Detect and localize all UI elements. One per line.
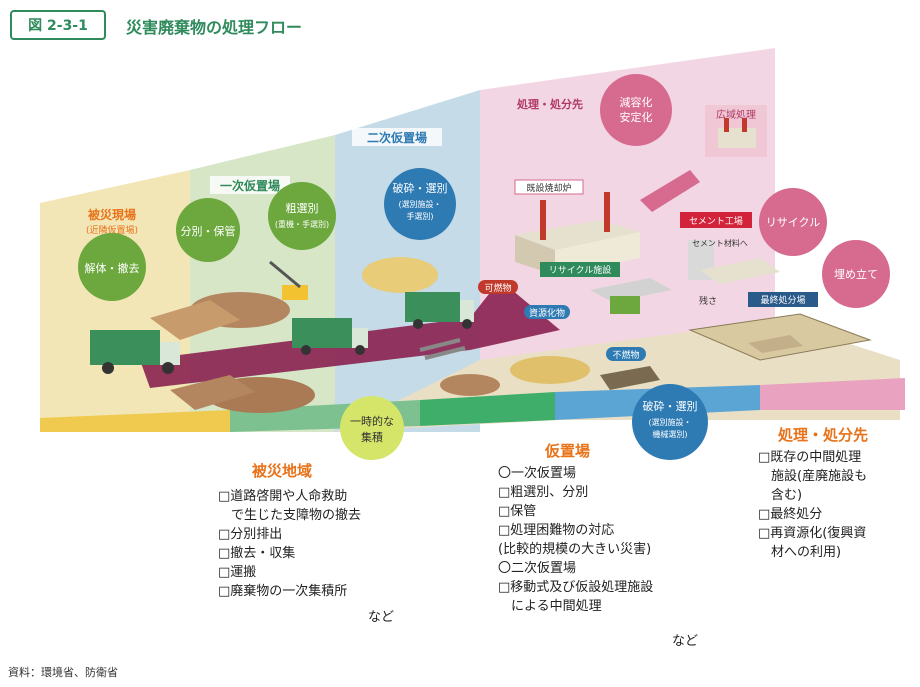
list-item: □再資源化(復興資 (758, 524, 867, 543)
list-item: □撤去・収集 (218, 544, 361, 563)
bubble-landfill-text: 埋め立て (834, 267, 878, 281)
list-item: □分別排出 (218, 525, 361, 544)
list-item: □処理困難物の対応 (498, 521, 653, 540)
debris-pile (440, 374, 500, 396)
tag-residue: 残さ (699, 295, 717, 307)
tag-incombustibles: 不燃物 (612, 349, 639, 361)
list-disaster-area: □道路啓開や人命救助 で生じた支障物の撤去□分別排出□撤去・収集□運搬□廃棄物の… (218, 487, 361, 601)
label-disaster-site: 被災現場 (88, 207, 136, 222)
bubble-temp-collection (340, 396, 404, 460)
bubble-crush-sort-sub1: (選別施設・ (398, 199, 441, 209)
bubble-rough-sort-text: 粗選別 (286, 202, 319, 215)
bubble-rough-sort (268, 182, 336, 250)
bubble-temp-collection-text-1: 一時的な (350, 414, 394, 428)
list-item: □移動式及び仮設処理施設 (498, 578, 653, 597)
sand-pile (362, 257, 438, 293)
list-item: (比較的規模の大きい災害) (498, 540, 653, 559)
temp-yard-nado: など (672, 630, 698, 649)
list-item: 施設(産廃施設も (758, 467, 867, 486)
bubble-crush-sort-bottom-sub1: (選別施設・ (648, 417, 691, 427)
sand-pile (510, 356, 590, 384)
label-secondary-yard: 二次仮置場 (367, 130, 427, 145)
source-note: 資料：環境省、防衛省 (8, 664, 118, 680)
list-item: 〇二次仮置場 (498, 559, 653, 578)
disaster-area-nado: など (368, 606, 394, 625)
list-item: 〇一次仮置場 (498, 464, 653, 483)
bubble-crush-sort-bottom-text: 破砕・選別 (643, 399, 698, 413)
bubble-reduce-stabilize-1: 減容化 (620, 95, 653, 109)
list-item: で生じた支障物の撤去 (218, 506, 361, 525)
tag-combustibles: 可燃物 (484, 282, 511, 294)
bubble-crush-sort-sub2: 手選別) (406, 211, 433, 221)
section-title-disposal: 処理・処分先 (778, 424, 868, 445)
label-primary-yard: 一次仮置場 (220, 178, 280, 193)
bubble-reduce-stabilize-2: 安定化 (620, 110, 653, 124)
bubble-temp-collection-text-2: 集積 (361, 430, 383, 444)
list-item: 含む) (758, 486, 867, 505)
tag-regional-processing: 広域処理 (716, 108, 756, 121)
tag-final-disposal: 最終処分場 (760, 294, 805, 306)
bubble-demolition-text: 解体・撤去 (85, 261, 140, 275)
tag-existing-incinerator: 既設焼却炉 (526, 182, 571, 194)
bubble-rough-sort-sub: (重機・手選別) (275, 219, 329, 229)
tag-cement-plant: セメント工場 (689, 215, 743, 227)
bubble-sorting-storage-text: 分別・保管 (181, 224, 236, 238)
list-item: □廃棄物の一次集積所 (218, 582, 361, 601)
list-item: 材への利用) (758, 543, 867, 562)
bubble-reduce-stabilize (600, 74, 672, 146)
tag-resources: 資源化物 (529, 307, 565, 319)
list-item: による中間処理 (498, 597, 653, 616)
list-item: □運搬 (218, 563, 361, 582)
list-item: □粗選別、分別 (498, 483, 653, 502)
section-title-temp-yard: 仮置場 (545, 440, 590, 461)
label-disposal-panel: 処理・処分先 (516, 97, 583, 111)
list-item: □道路啓開や人命救助 (218, 487, 361, 506)
list-item: □最終処分 (758, 505, 867, 524)
tag-cement-material: セメント材料へ (692, 238, 748, 248)
list-disposal: □既存の中間処理 施設(産廃施設も 含む)□最終処分□再資源化(復興資 材への利… (758, 448, 867, 562)
bubble-recycle-text: リサイクル (766, 216, 820, 229)
bubble-crush-sort-bottom-sub2: 機械選別) (652, 429, 687, 439)
list-temp-yard: 〇一次仮置場□粗選別、分別□保管□処理困難物の対応(比較的規模の大きい災害)〇二… (498, 464, 653, 616)
list-item: □保管 (498, 502, 653, 521)
tag-recycle-facility: リサイクル施設 (549, 264, 612, 276)
section-title-disaster-area: 被災地域 (252, 460, 312, 481)
list-item: □既存の中間処理 (758, 448, 867, 467)
bubble-crush-sort-text: 破砕・選別 (393, 181, 448, 195)
